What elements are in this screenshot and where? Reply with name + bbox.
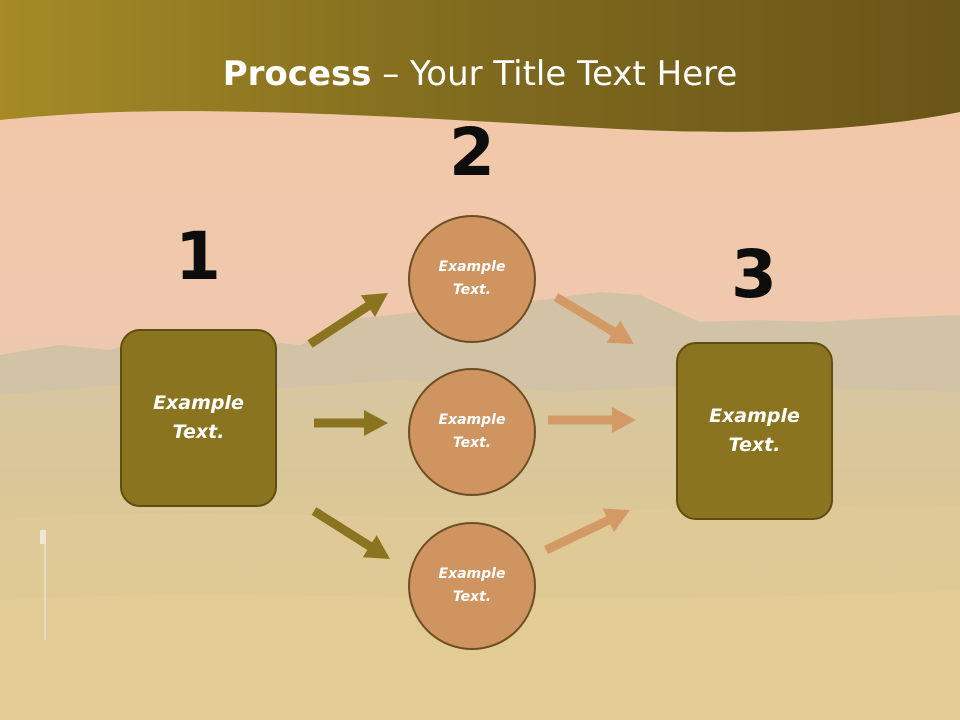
arrow-1-to-2-top: [307, 293, 388, 348]
step-1-box: Example Text.: [120, 329, 277, 507]
step-2-circle-middle: Example Text.: [408, 368, 536, 496]
arrow-1-to-2-bottom: [311, 507, 390, 559]
step-2-number: 2: [449, 114, 495, 191]
step-1-number: 1: [175, 218, 221, 295]
arrow-1-to-2-middle: [314, 410, 388, 436]
step-2-circle-bottom: Example Text.: [408, 522, 536, 650]
arrow-2-bottom-to-3: [544, 508, 630, 555]
arrow-layer: [307, 293, 636, 559]
step-2-circle-top: Example Text.: [408, 215, 536, 343]
slide-title: Process – Your Title Text Here: [0, 52, 960, 96]
arrow-2-middle-to-3: [548, 407, 636, 433]
step-3-number: 3: [731, 236, 777, 313]
title-bold: Process: [222, 54, 372, 94]
step-3-box: Example Text.: [676, 342, 833, 520]
title-rest: – Your Title Text Here: [371, 54, 738, 94]
arrow-2-top-to-3: [553, 293, 634, 344]
